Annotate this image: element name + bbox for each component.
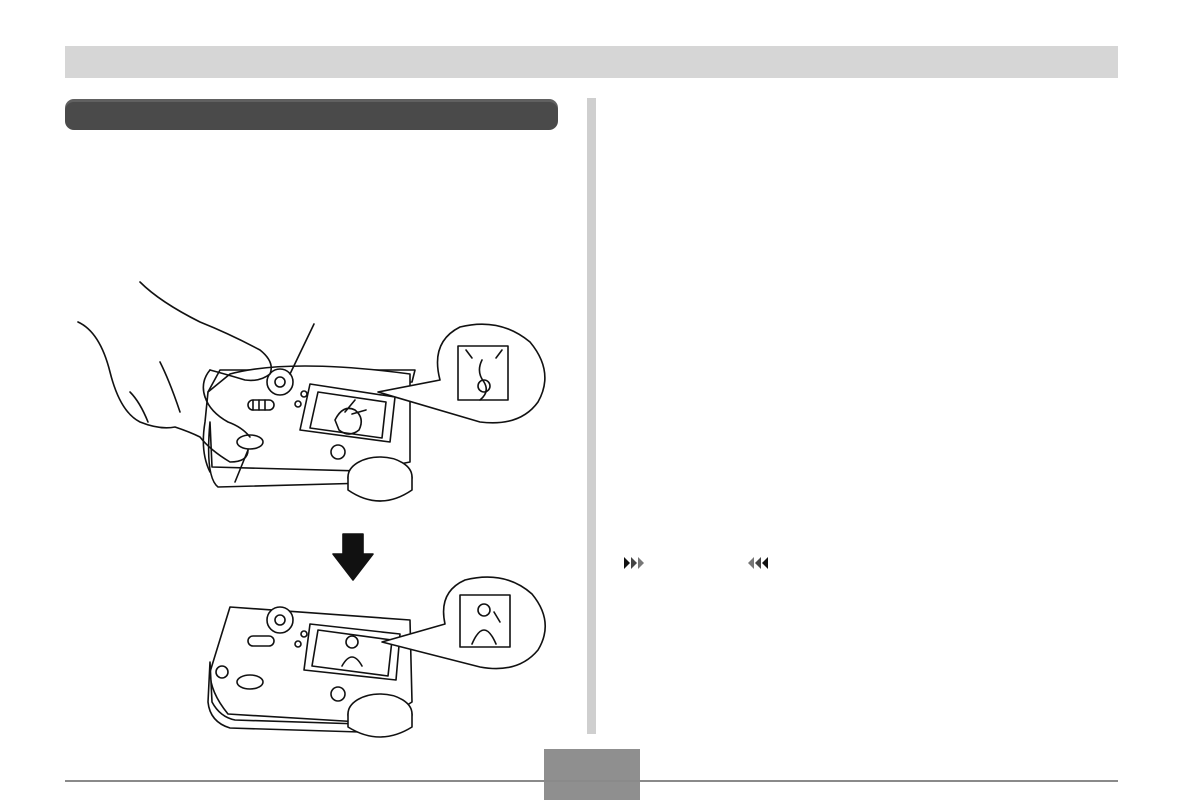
page-number-tab [544,749,640,780]
magnifier-bubble-top [377,323,546,424]
header-band [65,46,1118,78]
right-triple-chevron-icon [624,557,644,569]
magnifier-bubble-bottom [381,576,547,670]
camera-top-body [202,365,416,502]
note-heading-markers [624,557,768,569]
column-divider [587,98,596,734]
hand-illustration [77,281,273,463]
left-triple-chevron-icon [748,557,768,569]
page-number-tab-lower [544,782,640,800]
camera-bottom-body [207,606,413,738]
section-title-bar [65,99,558,130]
down-arrow-icon [332,533,374,581]
footer-rule [65,780,1118,782]
camera-illustration [77,281,547,738]
